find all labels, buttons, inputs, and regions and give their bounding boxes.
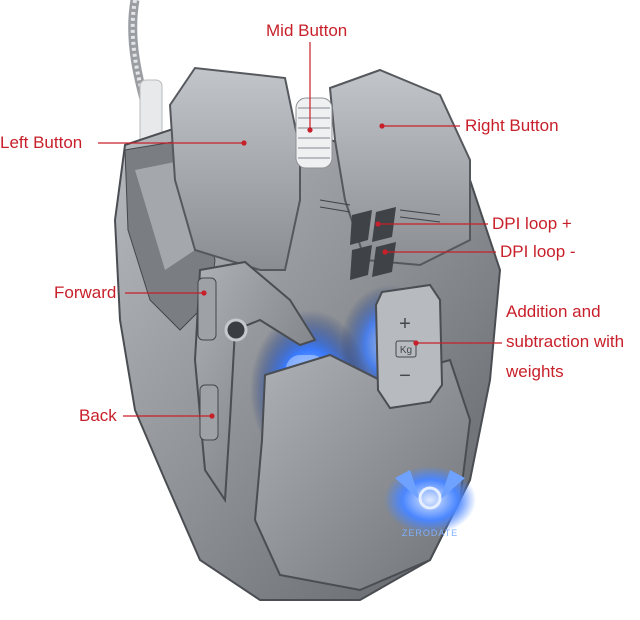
label-weights-line-2: subtraction with [506, 332, 625, 351]
label-weights-line-3: weights [506, 362, 564, 381]
weight-plus-symbol: + [399, 313, 411, 335]
label-dpi-minus: DPI loop - [500, 242, 576, 261]
callout-lines [98, 42, 502, 419]
label-forward: Forward [54, 283, 117, 302]
weight-kg-marker: Kg [400, 345, 412, 356]
label-right-button: Right Button [465, 116, 559, 135]
label-dpi-plus: DPI loop + [492, 214, 572, 233]
label-left-button: Left Button [0, 133, 83, 152]
brand-name: ZERODATE [402, 528, 458, 538]
top-shell [168, 66, 471, 280]
label-weights: Addition and subtraction with weights [506, 297, 640, 387]
cable [128, 0, 163, 151]
brand-logo: ZERODATE [384, 466, 476, 538]
label-back: Back [79, 406, 117, 425]
label-weights-line-1: Addition and [506, 302, 601, 321]
weight-minus-symbol: − [399, 365, 411, 387]
label-mid-button: Mid Button [266, 21, 348, 40]
weight-adjust-control: + Kg − [374, 283, 444, 410]
